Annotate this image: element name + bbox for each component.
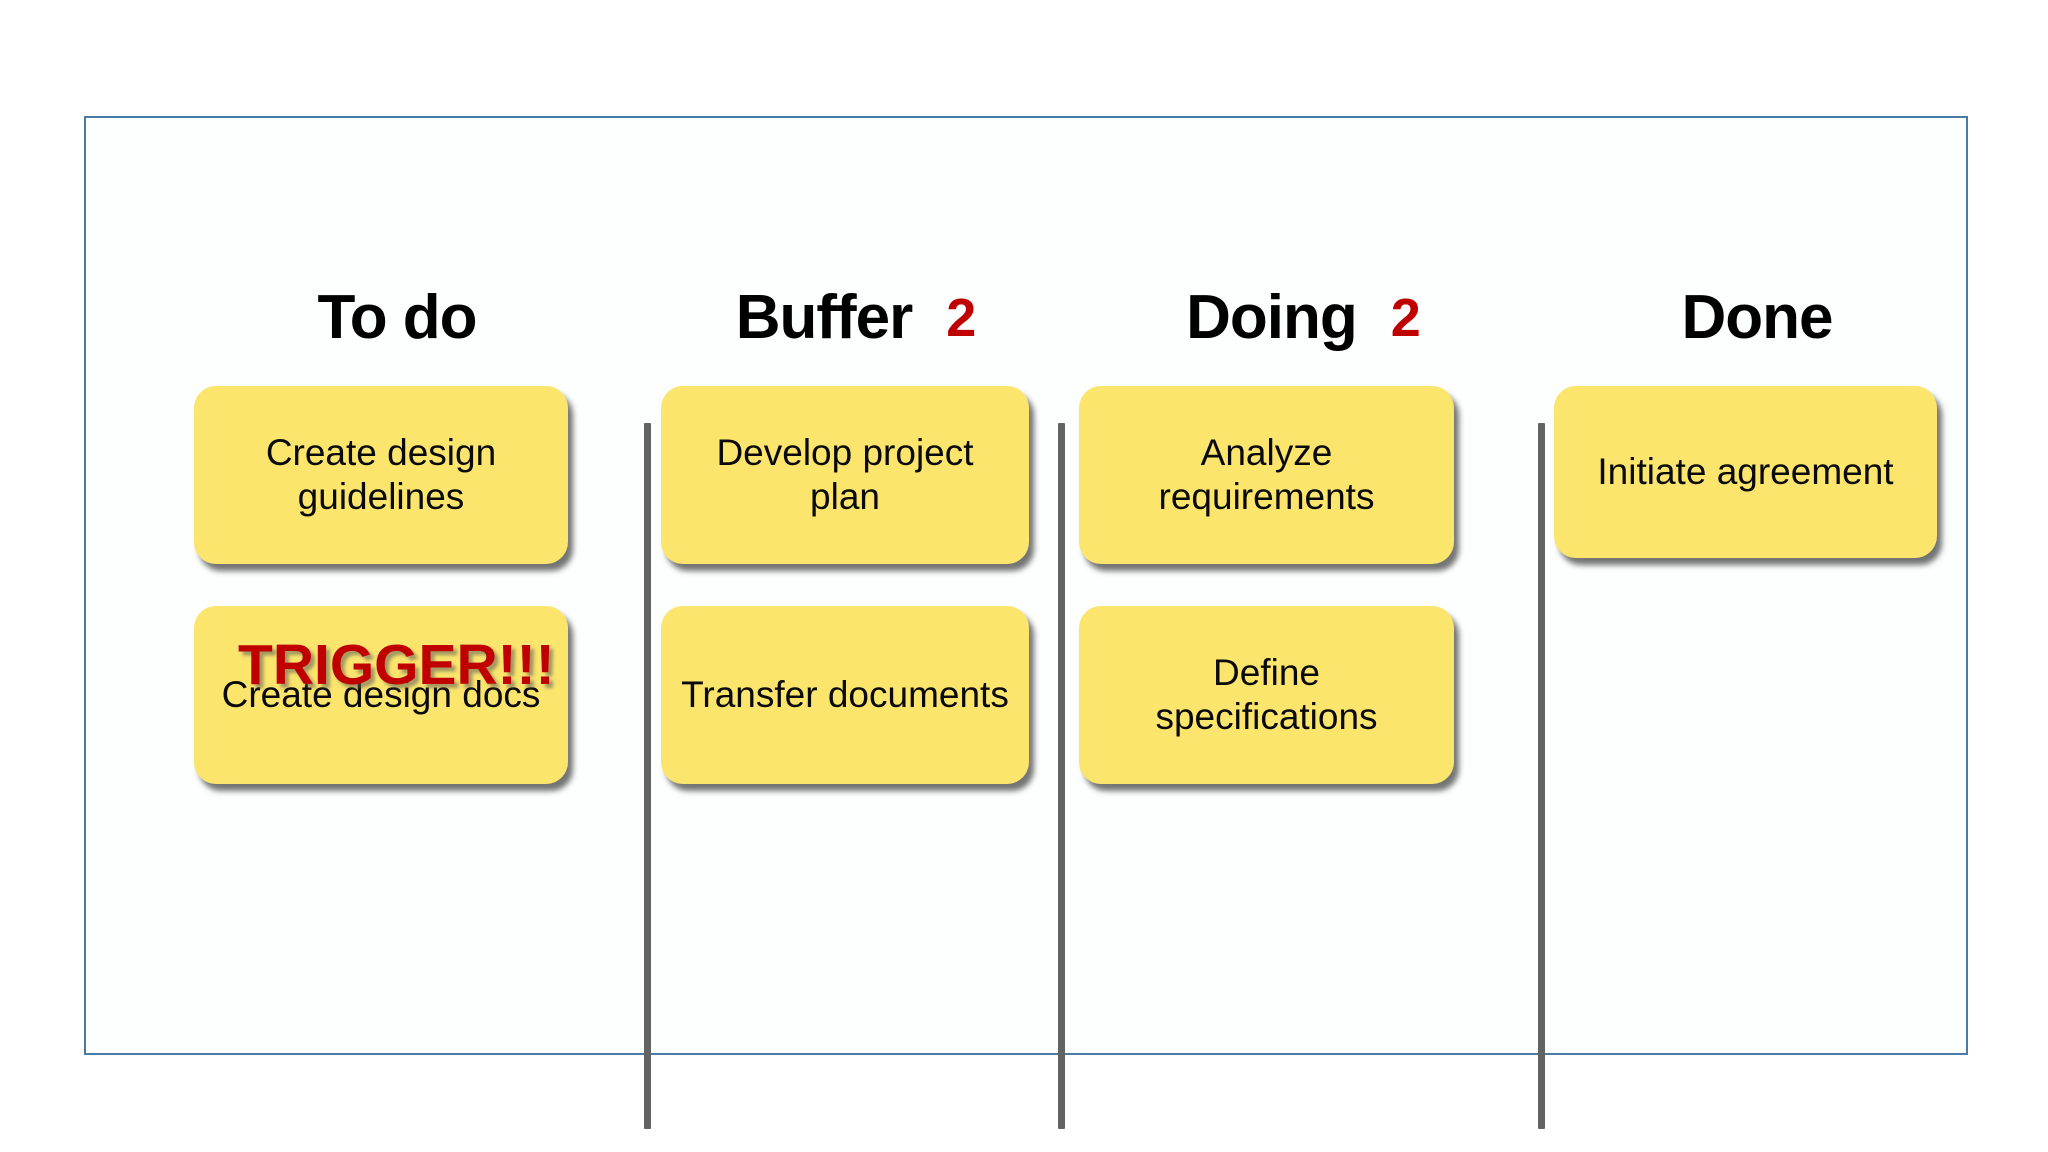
wip-limit-doing: 2 <box>1390 288 1421 348</box>
card-label: Transfer documents <box>681 673 1009 715</box>
card[interactable]: Create design guidelines <box>194 386 568 564</box>
column-header-buffer: Buffer 2 <box>661 268 1051 368</box>
card-label: Define specifications <box>1155 651 1378 737</box>
column-title-todo: To do <box>317 283 477 352</box>
card[interactable]: Develop project plan <box>661 386 1029 564</box>
card-list-doing: Analyze requirements Define specificatio… <box>1079 386 1531 784</box>
card-label: Create design docs <box>221 673 541 715</box>
column-title-doing: Doing <box>1186 283 1358 352</box>
column-todo: To do Create design guidelines Create de… <box>194 268 634 826</box>
column-divider-doing-done <box>1538 423 1545 1129</box>
card[interactable]: Initiate agreement <box>1554 386 1937 558</box>
card-label: Create design guidelines <box>265 431 497 517</box>
card[interactable]: Create design docs <box>194 606 568 784</box>
card[interactable]: Transfer documents <box>661 606 1029 784</box>
card-list-buffer: Develop project plan Transfer documents <box>661 386 1051 784</box>
card-list-done: Initiate agreement <box>1554 386 1994 558</box>
column-header-done: Done <box>1554 268 1994 368</box>
column-title-done: Done <box>1681 283 1834 352</box>
wip-limit-buffer: 2 <box>946 288 977 348</box>
column-doing: Doing 2 Analyze requirements Define spec… <box>1076 268 1531 826</box>
column-done: Done Initiate agreement <box>1554 268 1994 600</box>
column-buffer: Buffer 2 Develop project plan Transfer d… <box>661 268 1051 826</box>
card-label: Develop project plan <box>716 431 974 517</box>
trigger-annotation: TRIGGER!!! <box>238 633 555 697</box>
card[interactable]: Define specifications <box>1079 606 1454 784</box>
column-header-doing: Doing 2 <box>1076 268 1531 368</box>
column-title-buffer: Buffer <box>735 283 914 352</box>
column-divider-buffer-doing <box>1058 423 1065 1129</box>
board-frame: To do Create design guidelines Create de… <box>84 116 1968 1129</box>
column-divider-todo-buffer <box>644 423 651 1129</box>
column-header-todo: To do <box>194 268 634 368</box>
card[interactable]: Analyze requirements <box>1079 386 1454 564</box>
card-label: Analyze requirements <box>1158 431 1375 517</box>
card-list-todo: Create design guidelines Create design d… <box>194 386 634 784</box>
card-label: Initiate agreement <box>1597 450 1894 492</box>
